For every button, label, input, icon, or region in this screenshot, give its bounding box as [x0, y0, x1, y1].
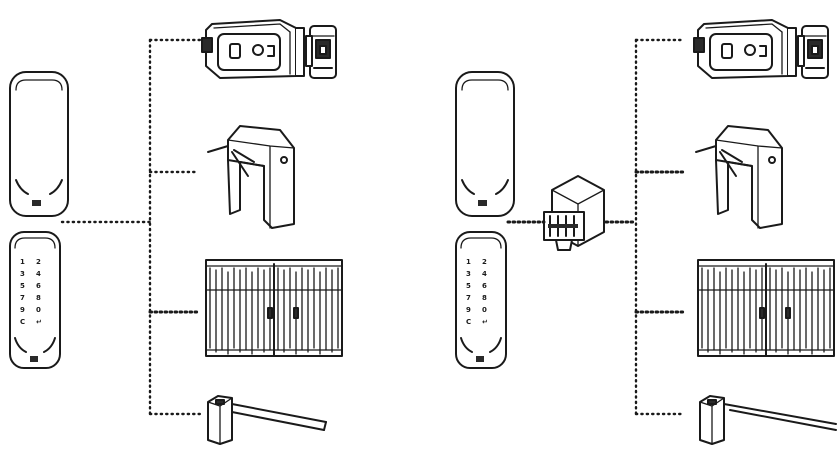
keypad-reader-left: 1 2 3 4 5 6 7 8 9 0 C ↵ [9, 231, 61, 369]
turnstile-right [695, 125, 783, 229]
card-reader-left [9, 71, 69, 217]
key-9: 9 [20, 306, 25, 314]
din-rail-controller [543, 175, 605, 251]
key-4: 4 [482, 270, 487, 278]
key-8: 8 [36, 294, 41, 302]
key-9: 9 [466, 306, 471, 314]
key-c: C [20, 318, 25, 326]
key-enter: ↵ [36, 318, 42, 326]
sliding-gate-right [697, 259, 835, 357]
key-5: 5 [20, 282, 25, 290]
barrier-arm-right [699, 395, 837, 445]
key-0: 0 [36, 306, 41, 314]
key-7: 7 [20, 294, 25, 302]
electric-lock-right [693, 19, 829, 79]
key-5: 5 [466, 282, 471, 290]
turnstile-left [207, 125, 295, 229]
barrier-arm-left [207, 395, 327, 445]
key-3: 3 [466, 270, 471, 278]
electric-lock-left [201, 19, 337, 79]
key-1: 1 [20, 258, 25, 266]
key-0: 0 [482, 306, 487, 314]
key-2: 2 [482, 258, 487, 266]
key-6: 6 [36, 282, 41, 290]
keypad-grid-left: 1 2 3 4 5 6 7 8 9 0 C ↵ [20, 258, 42, 326]
wiring-left [60, 38, 202, 416]
card-reader-right [455, 71, 515, 217]
sliding-gate-left [205, 259, 343, 357]
key-enter: ↵ [482, 318, 488, 326]
key-2: 2 [36, 258, 41, 266]
key-6: 6 [482, 282, 487, 290]
key-3: 3 [20, 270, 25, 278]
key-8: 8 [482, 294, 487, 302]
key-1: 1 [466, 258, 471, 266]
keypad-grid-right: 1 2 3 4 5 6 7 8 9 0 C ↵ [466, 258, 488, 326]
wiring-right [506, 38, 686, 416]
key-c: C [466, 318, 471, 326]
left-system: 1 2 3 4 5 6 7 8 9 0 C ↵ [9, 19, 343, 445]
key-4: 4 [36, 270, 41, 278]
keypad-reader-right: 1 2 3 4 5 6 7 8 9 0 C ↵ [455, 231, 507, 369]
right-system: 1 2 3 4 5 6 7 8 9 0 C ↵ [455, 19, 837, 445]
key-7: 7 [466, 294, 471, 302]
